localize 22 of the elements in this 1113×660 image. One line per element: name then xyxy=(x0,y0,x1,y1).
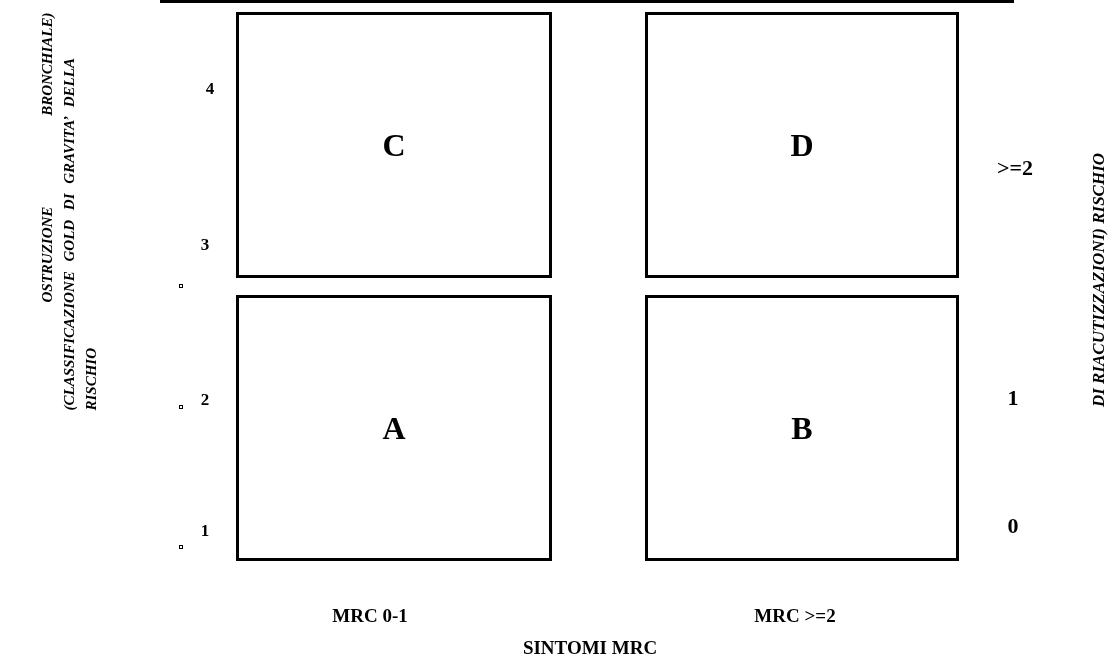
quadrant-box xyxy=(236,12,552,278)
axis-title: RISCHIO xyxy=(81,347,100,411)
scale-value: 3 xyxy=(200,235,210,254)
quadrant-letter: D xyxy=(790,129,814,161)
quadrant-letter: C xyxy=(382,129,406,161)
axis-label: SINTOMI MRC xyxy=(522,637,658,658)
quadrant-letter: A xyxy=(382,412,406,444)
scale-value: 2 xyxy=(200,390,210,409)
axis-label: MRC >=2 xyxy=(754,605,836,626)
axis-title: OSTRUZIONE BRONCHIALE) xyxy=(37,12,56,303)
axis-label: MRC 0-1 xyxy=(332,605,408,626)
quadrant-letter: B xyxy=(791,412,813,444)
quadrant-box xyxy=(236,295,552,561)
scale-value: 1 xyxy=(1007,385,1019,410)
axis-title: (CLASSIFICAZIONE GOLD DI GRAVITA’ DELLA xyxy=(59,58,78,411)
quadrant-box xyxy=(645,295,959,561)
quadrant-box xyxy=(645,12,959,278)
axis-title: DI RIACUTIZZAZIONI) RISCHIO xyxy=(1088,152,1110,408)
scale-value: 1 xyxy=(200,521,210,540)
scale-value: >=2 xyxy=(996,155,1034,180)
scale-value: 0 xyxy=(1007,513,1019,538)
scale-value: 4 xyxy=(205,79,215,98)
